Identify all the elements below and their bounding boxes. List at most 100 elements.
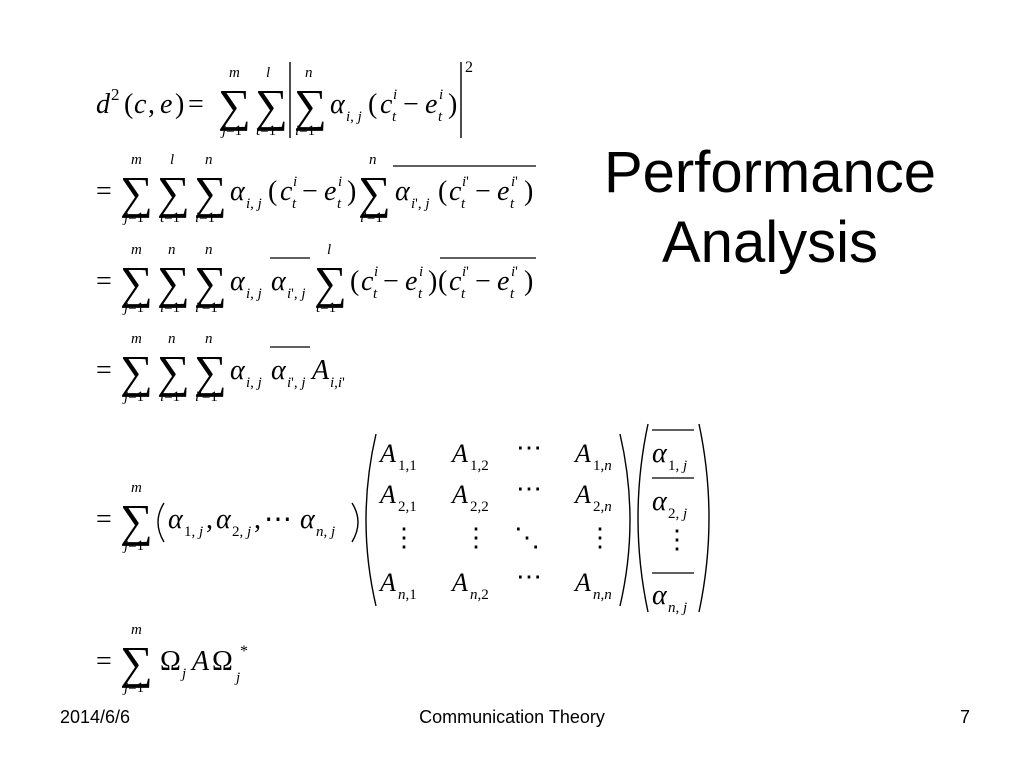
svg-text:2: 2 <box>111 85 120 104</box>
svg-text:α: α <box>168 504 184 535</box>
svg-text:⋱: ⋱ <box>514 523 540 552</box>
svg-text:⋮: ⋮ <box>587 523 613 552</box>
slide-title: Performance Analysis <box>560 138 980 278</box>
svg-text:m: m <box>131 622 142 638</box>
equation-3: = ∑ m j=1 ∑ n i=1 ∑ n i'=1 α i, j α i', … <box>96 242 536 316</box>
svg-text:α: α <box>395 176 411 207</box>
svg-text:j=1: j=1 <box>122 210 144 226</box>
svg-text:A: A <box>573 480 591 509</box>
svg-text:1, j: 1, j <box>184 524 203 540</box>
svg-text:=: = <box>96 646 112 677</box>
svg-text:α: α <box>230 176 246 207</box>
svg-text:2,1: 2,1 <box>398 499 417 515</box>
svg-text:A: A <box>450 439 468 468</box>
svg-text:i, j: i, j <box>346 109 362 125</box>
svg-text:c: c <box>449 266 462 297</box>
svg-text:): ) <box>448 89 457 120</box>
svg-text:1,n: 1,n <box>593 458 612 474</box>
svg-text:i': i' <box>511 174 518 190</box>
svg-text:i', j: i', j <box>287 375 306 391</box>
svg-text:t: t <box>438 109 443 125</box>
equation-1: d 2 ( c , e ) = ∑ m j=1 ∑ l t=1 ∑ n i=1 … <box>96 59 473 139</box>
svg-text:Ω: Ω <box>160 646 181 677</box>
svg-text:i: i <box>393 87 397 103</box>
svg-text:,: , <box>254 504 261 535</box>
svg-text:t: t <box>461 196 466 212</box>
svg-text:j=1: j=1 <box>122 538 144 554</box>
svg-text:⋮: ⋮ <box>463 523 489 552</box>
svg-text:−: − <box>302 176 318 207</box>
svg-text:α: α <box>300 504 316 535</box>
svg-text:2: 2 <box>465 59 473 76</box>
svg-text:e: e <box>497 176 509 207</box>
svg-text:t=1: t=1 <box>316 300 336 316</box>
svg-text:): ) <box>347 176 356 207</box>
svg-text:i,i': i,i' <box>330 375 345 391</box>
svg-text:i': i' <box>511 264 518 280</box>
equation-2: = ∑ m j=1 ∑ l t=1 ∑ n i=1 α i, j ( c i t… <box>96 152 536 226</box>
title-line-1: Performance <box>603 140 937 205</box>
svg-text:A: A <box>378 439 396 468</box>
svg-text:t: t <box>292 196 297 212</box>
svg-text:n: n <box>205 331 213 347</box>
footer-page-number: 7 <box>959 707 970 727</box>
svg-text:A: A <box>450 568 468 597</box>
svg-text:−: − <box>383 266 399 297</box>
svg-text:α: α <box>271 355 287 386</box>
svg-text:i, j: i, j <box>246 286 262 302</box>
svg-text:i, j: i, j <box>246 375 262 391</box>
svg-text:t: t <box>418 286 423 302</box>
svg-text:c: c <box>280 176 293 207</box>
equation-6: = ∑ m j=1 Ω j A Ω j * <box>96 622 248 696</box>
svg-text:n,1: n,1 <box>398 587 417 603</box>
svg-text:⋮: ⋮ <box>664 525 690 554</box>
svg-text:j=1: j=1 <box>220 123 242 139</box>
svg-text:i', j: i', j <box>411 196 430 212</box>
svg-text:(: ( <box>438 266 447 297</box>
svg-text:e: e <box>160 89 172 120</box>
svg-text:t=1: t=1 <box>160 210 180 226</box>
svg-text:2,2: 2,2 <box>470 499 489 515</box>
svg-text:=: = <box>96 355 112 386</box>
svg-text:t: t <box>510 196 515 212</box>
svg-text:Ω: Ω <box>212 646 233 677</box>
svg-text:i'=1: i'=1 <box>195 300 218 316</box>
svg-text:−: − <box>475 176 491 207</box>
svg-text:e: e <box>405 266 417 297</box>
svg-text:A: A <box>378 480 396 509</box>
svg-text:∑: ∑ <box>157 167 190 218</box>
footer-course-name: Communication Theory <box>419 707 605 727</box>
svg-text:j=1: j=1 <box>122 300 144 316</box>
svg-text:m: m <box>229 65 240 81</box>
svg-text:e: e <box>425 89 437 120</box>
svg-text:i=1: i=1 <box>160 300 180 316</box>
svg-text:i: i <box>439 87 443 103</box>
svg-text:∑: ∑ <box>157 346 190 397</box>
svg-text:2, j: 2, j <box>232 524 251 540</box>
svg-text:α: α <box>652 438 668 469</box>
svg-text:m: m <box>131 480 142 496</box>
svg-text:∑: ∑ <box>120 346 153 397</box>
svg-text:⋯: ⋯ <box>516 474 542 503</box>
svg-text:): ) <box>524 266 533 297</box>
svg-text:n: n <box>205 242 213 258</box>
svg-text:n: n <box>369 152 377 168</box>
svg-text:=: = <box>96 176 112 207</box>
svg-text:⋯: ⋯ <box>516 433 542 462</box>
svg-text:A: A <box>310 355 330 386</box>
svg-text:∑: ∑ <box>157 257 190 308</box>
svg-text:i, j: i, j <box>246 196 262 212</box>
svg-text:n: n <box>168 242 176 258</box>
svg-text:n: n <box>168 331 176 347</box>
svg-text:t: t <box>392 109 397 125</box>
svg-text:1,1: 1,1 <box>398 458 417 474</box>
svg-text:α: α <box>652 486 668 517</box>
svg-text:): ) <box>524 176 533 207</box>
svg-text:n: n <box>305 65 313 81</box>
svg-text:*: * <box>240 643 248 660</box>
svg-text:(: ( <box>268 176 277 207</box>
svg-text:−: − <box>475 266 491 297</box>
footer-date: 2014/6/6 <box>60 707 131 727</box>
